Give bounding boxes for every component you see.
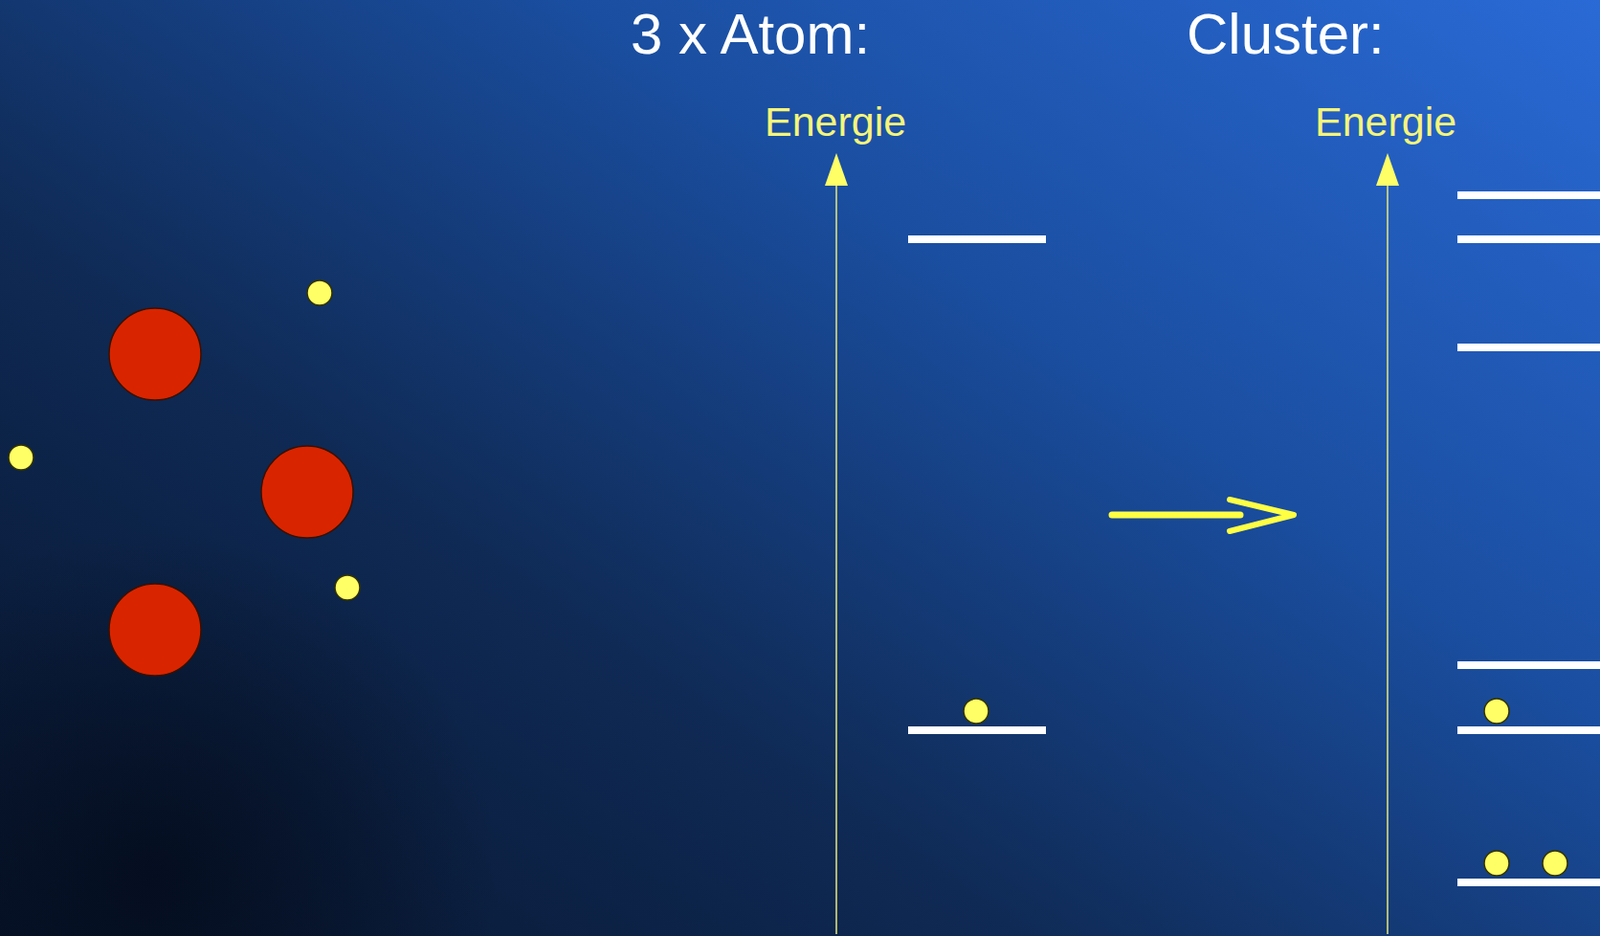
energy-axis — [824, 153, 848, 934]
transition-arrow — [1111, 499, 1294, 532]
energy-levels — [908, 235, 1046, 734]
electron — [963, 698, 989, 724]
electrons — [1484, 698, 1568, 876]
section-heading: Cluster: — [1186, 5, 1385, 64]
electrons — [8, 280, 360, 600]
energy-levels — [1457, 191, 1600, 887]
section-heading: 3 x Atom: — [630, 5, 870, 64]
energy-axis — [1376, 153, 1400, 934]
atom-nuclei — [109, 308, 354, 676]
axis-label: Energie — [1314, 101, 1457, 143]
axis-label: Energie — [764, 101, 907, 143]
